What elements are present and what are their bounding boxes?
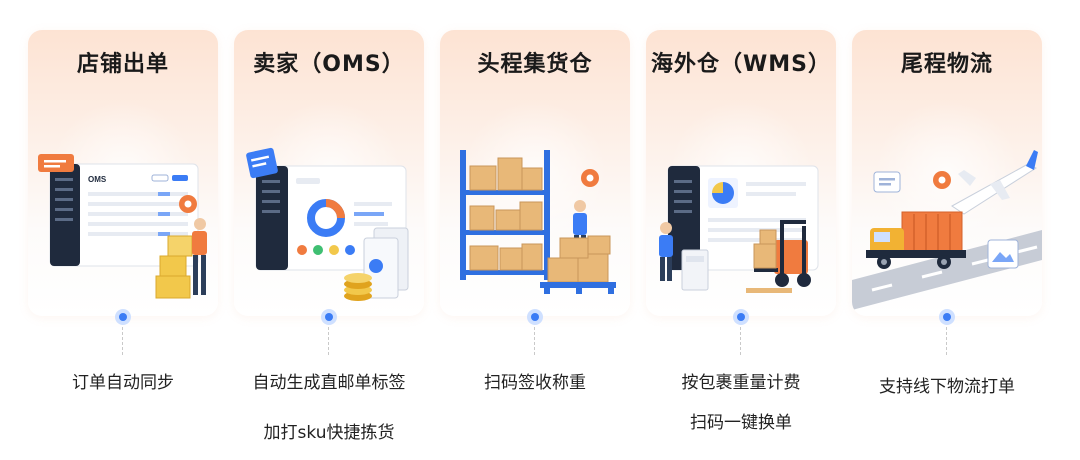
stage-card-last-mile-logistics: 尾程物流 <box>852 30 1042 316</box>
stage-card-overseas-warehouse-wms: 海外仓（WMS） <box>646 30 836 316</box>
timeline-connector <box>328 327 329 355</box>
timeline-dot <box>733 309 749 325</box>
timeline-connector <box>740 327 741 355</box>
timeline-dot <box>527 309 543 325</box>
stage-card-store-orders: 店铺出单 OMS <box>28 30 218 316</box>
feature-text: 按包裹重量计费 <box>681 373 801 393</box>
first-mile-warehouse-illustration <box>460 150 616 294</box>
stage-title: 卖家（OMS） <box>253 52 405 77</box>
oms-logo-text: OMS <box>88 175 107 184</box>
feature-text: 订单自动同步 <box>72 373 174 393</box>
last-mile-logistics-illustration <box>852 150 1042 310</box>
feature-text: 扫码一键换单 <box>690 413 792 433</box>
timeline-dot <box>115 309 131 325</box>
seller-oms-illustration <box>246 147 409 301</box>
stage-title: 店铺出单 <box>76 52 169 77</box>
timeline-connector <box>946 327 947 355</box>
timeline-dot <box>321 309 337 325</box>
feature-text: 支持线下物流打单 <box>879 377 1015 397</box>
feature-text: 自动生成直邮单标签 <box>252 373 406 393</box>
feature-text: 扫码签收称重 <box>484 373 586 393</box>
timeline-dot <box>939 309 955 325</box>
overseas-warehouse-illustration <box>659 165 819 293</box>
store-orders-illustration: OMS <box>38 154 207 299</box>
feature-text: 加打sku快捷拣货 <box>263 423 395 443</box>
stage-card-first-mile-warehouse: 头程集货仓 <box>440 30 630 316</box>
timeline-connector <box>534 327 535 355</box>
timeline-connector <box>122 327 123 355</box>
stage-title: 海外仓（WMS） <box>650 52 831 77</box>
stage-title: 尾程物流 <box>900 52 993 77</box>
stage-title: 头程集货仓 <box>477 52 593 77</box>
stage-card-seller-oms: 卖家（OMS） <box>234 30 424 316</box>
